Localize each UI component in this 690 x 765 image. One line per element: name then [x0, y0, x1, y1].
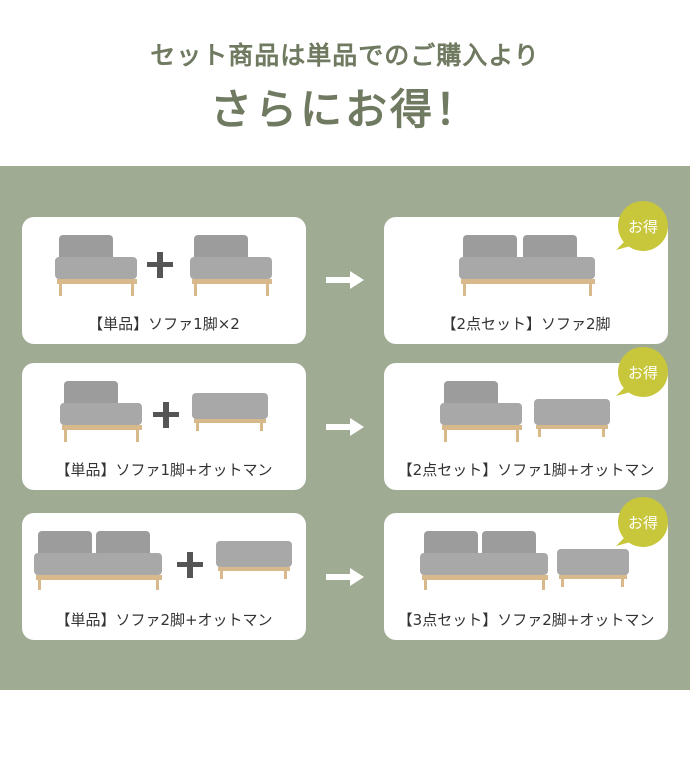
sofa-plus-ottoman-image [60, 381, 268, 442]
set-card-1: 【2点セット】ソファ2脚 [384, 217, 668, 344]
page-title: さらにお得！ [209, 85, 480, 134]
two-sofa-set-image [459, 235, 595, 296]
sofa-plus-sofa-image [55, 235, 272, 296]
two-sofas-plus-ottoman-image [34, 531, 292, 590]
header: セット商品は単品でのご購入より さらにお得！ [0, 0, 690, 165]
set-card-2: 【2点セット】ソファ1脚+オットマン [384, 363, 668, 490]
arrow-right-icon [326, 271, 364, 289]
badge-label: お得 [628, 218, 658, 236]
single-label-3: 【単品】ソファ2脚+オットマン [55, 611, 273, 629]
set-label-1: 【2点セット】ソファ2脚 [441, 315, 611, 333]
subtitle: セット商品は単品でのご購入より [150, 41, 540, 70]
single-label-2: 【単品】ソファ1脚+オットマン [55, 461, 273, 479]
single-card-1: 【単品】ソファ1脚×2 [22, 217, 306, 344]
arrow-right-icon [326, 418, 364, 436]
badge-label: お得 [628, 514, 658, 532]
set-label-2: 【2点セット】ソファ1脚+オットマン [397, 461, 655, 479]
set-label-3: 【3点セット】ソファ2脚+オットマン [397, 611, 655, 629]
set-card-3: 【3点セット】ソファ2脚+オットマン [384, 513, 668, 640]
single-label-1: 【単品】ソファ1脚×2 [88, 315, 240, 333]
deal-badge-icon: お得 [616, 497, 668, 547]
arrow-right-icon [326, 568, 364, 586]
single-card-3: 【単品】ソファ2脚+オットマン [22, 513, 306, 640]
deal-badge-icon: お得 [616, 347, 668, 397]
deal-badge-icon: お得 [616, 201, 668, 251]
sofa-ottoman-set-image [440, 381, 610, 442]
three-piece-set-image [420, 531, 629, 590]
badge-label: お得 [628, 364, 658, 382]
single-card-2: 【単品】ソファ1脚+オットマン [22, 363, 306, 490]
